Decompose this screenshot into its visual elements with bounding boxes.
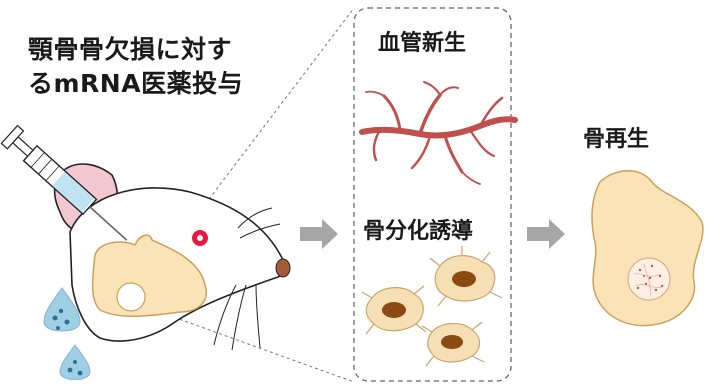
osteoblast-cell-icon <box>362 286 426 334</box>
mrna-droplet-icon <box>60 345 90 380</box>
arrow-icon-to-regeneration <box>527 219 565 249</box>
arrow-icon-to-callout <box>300 219 338 249</box>
regenerated-defect <box>628 258 670 300</box>
blood-vessel-icon <box>362 82 515 184</box>
osteoblast-cell-icon <box>430 246 502 306</box>
mouse-nose <box>276 259 290 277</box>
mouse-eye-glint <box>197 235 203 241</box>
regenerated-bone <box>592 171 703 326</box>
osteoblast-cell-icon <box>422 322 484 366</box>
bone-defect <box>117 283 145 311</box>
